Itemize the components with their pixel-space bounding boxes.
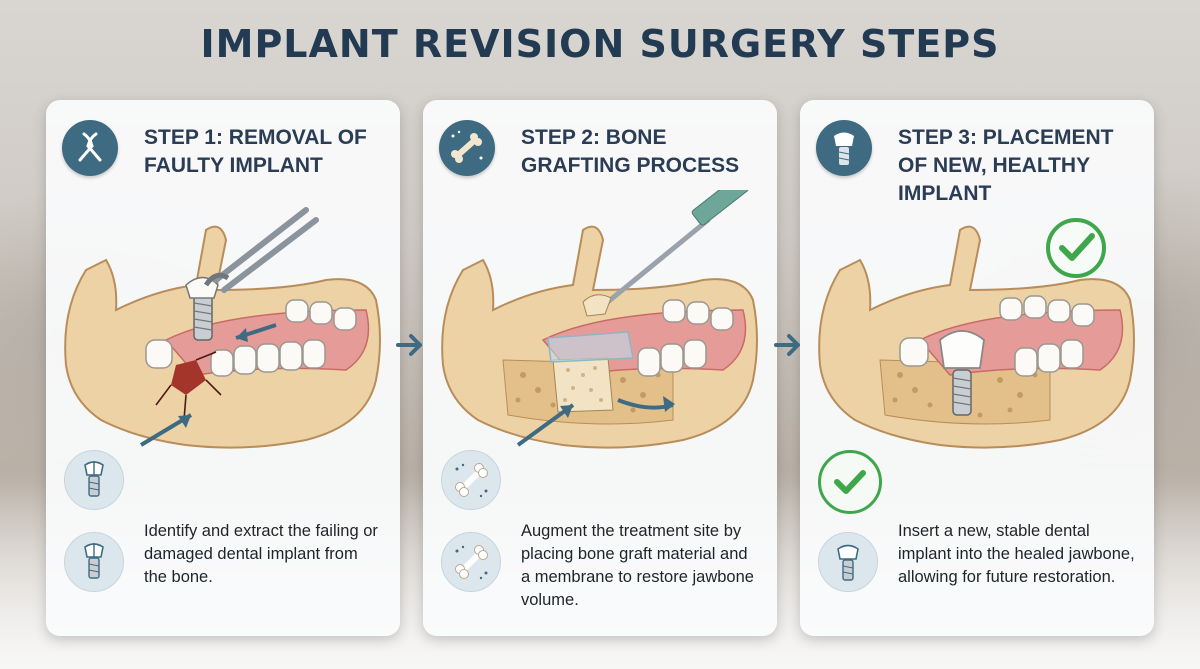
new-implant-illustration [818,218,1135,449]
bone-graft-icon [441,532,501,592]
jaw-extraction-illustration [64,207,381,449]
arrow-right-icon [774,334,800,356]
arrow-right-icon [396,334,422,356]
dental-forceps-icon [62,120,118,176]
bone-graft-icon [441,450,501,510]
dental-implant-icon [818,532,878,592]
bone-graft-icon [439,120,495,176]
step-3-title: STEP 3: PLACEMENT OF NEW, HEALTHY IMPLAN… [898,126,1114,205]
step-3-description: Insert a new, stable dental implant into… [898,522,1135,586]
step-1-description: Identify and extract the failing or dama… [144,522,378,586]
step-card-2: STEP 2: BONE GRAFTING PROCESS [423,100,777,636]
step-card-1: STEP 1: REMOVAL OF FAULTY IMPLANT [46,100,400,636]
bone-graft-illustration [441,190,758,449]
check-icon [818,450,882,514]
dental-implant-icon [816,120,872,176]
broken-implant-icon [64,532,124,592]
step-card-3: STEP 3: PLACEMENT OF NEW, HEALTHY IMPLAN… [800,100,1154,636]
step-1-title: STEP 1: REMOVAL OF FAULTY IMPLANT [144,126,367,177]
step-2-description: Augment the treatment site by placing bo… [521,522,754,609]
page-title: IMPLANT REVISION SURGERY STEPS [200,22,1000,66]
broken-implant-icon [64,450,124,510]
step-2-title: STEP 2: BONE GRAFTING PROCESS [521,126,740,177]
